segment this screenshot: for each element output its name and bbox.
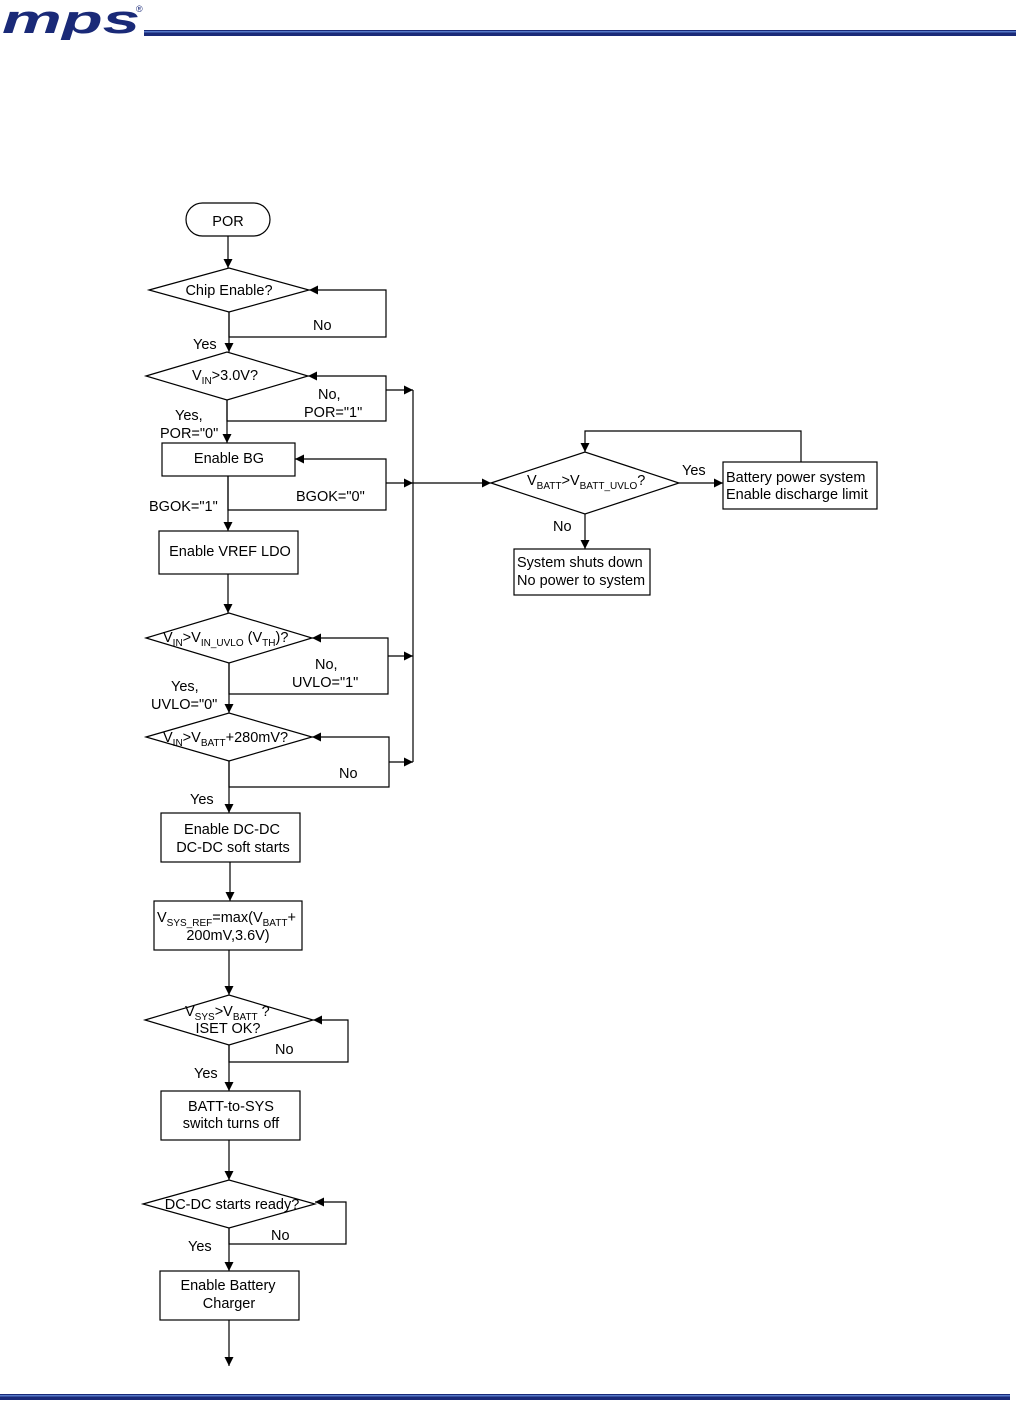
chip-enable-yes: Yes: [193, 337, 217, 353]
bgok-1-label: BGOK="1": [149, 499, 218, 515]
uvlo-label: VIN>VIN_UVLO (VTH)?: [163, 630, 288, 649]
uvlo-yes-2: UVLO="0": [151, 697, 217, 713]
vref-ldo-box: [158, 530, 299, 575]
charger-line-2: Charger: [203, 1296, 256, 1312]
shutdown-line-1: System shuts down: [517, 555, 643, 571]
battery-power-line-2: Enable discharge limit: [726, 487, 868, 503]
vin-3v-yes-2: POR="0": [160, 426, 218, 442]
charger-line-1: Enable Battery: [180, 1278, 276, 1294]
vsys-vbatt-line-2: ISET OK?: [195, 1021, 260, 1037]
vsys-vbatt-no: No: [275, 1042, 294, 1058]
shutdown-line-2: No power to system: [517, 573, 645, 589]
uvlo-no-2: UVLO="1": [292, 675, 358, 691]
footer-rule: [0, 1394, 1010, 1400]
uvlo-yes-1: Yes,: [171, 679, 199, 695]
vin-3v-label: VIN>3.0V?: [192, 368, 258, 387]
battery-power-box: [722, 461, 878, 510]
vin-3v-yes-1: Yes,: [175, 408, 203, 424]
header-rule: [144, 30, 1016, 36]
dcdc-ready-label: DC-DC starts ready?: [165, 1197, 300, 1213]
bgok-0-label: BGOK="0": [296, 489, 365, 505]
batt-sys-box: [160, 1090, 301, 1141]
enable-bg-label: Enable BG: [194, 451, 264, 467]
battery-power-line-1: Battery power system: [726, 470, 865, 486]
footer-rule-highlight: [0, 1395, 1010, 1397]
dcdc-line-2: DC-DC soft starts: [176, 840, 290, 856]
shutdown-box: [513, 548, 651, 596]
vbatt-uvlo-label: VBATT>VBATT_UVLO?: [527, 473, 645, 492]
vin-3v-no-2: POR="1": [304, 405, 362, 421]
loop-connectors: [226, 285, 390, 1245]
vref-ldo-label: Enable VREF LDO: [169, 544, 291, 560]
chip-enable-no: No: [313, 318, 332, 334]
chip-enable-label: Chip Enable?: [185, 283, 272, 299]
vbatt-280mv-yes: Yes: [190, 792, 214, 808]
dcdc-ready-yes: Yes: [188, 1239, 212, 1255]
battery-bus-connectors: [386, 385, 802, 767]
por-label: POR: [212, 214, 243, 230]
page-footer: [0, 1394, 1010, 1400]
header-rule-highlight: [144, 31, 1016, 33]
vbatt-uvlo-no: No: [553, 519, 572, 535]
vbatt-280mv-label: VIN>VBATT+280mV?: [163, 730, 288, 749]
mps-logo: mps: [2, 0, 140, 40]
vin-3v-no-1: No,: [318, 387, 341, 403]
vbatt-280mv-no: No: [339, 766, 358, 782]
vbatt-uvlo-yes: Yes: [682, 463, 706, 479]
vsys-ref-box: [153, 900, 303, 951]
vsys-ref-line-1: VSYS_REF=max(VBATT+: [157, 910, 296, 929]
dcdc-line-1: Enable DC-DC: [184, 822, 280, 838]
batt-sys-line-2: switch turns off: [183, 1116, 280, 1132]
vsys-vbatt-decision: [142, 994, 316, 1046]
dcdc-ready-no: No: [271, 1228, 290, 1244]
vsys-ref-line-2: 200mV,3.6V): [186, 928, 269, 944]
uvlo-no-1: No,: [315, 657, 338, 673]
vsys-vbatt-yes: Yes: [194, 1066, 218, 1082]
page-header: mps ®: [2, 0, 1016, 40]
batt-sys-line-1: BATT-to-SYS: [188, 1099, 274, 1115]
vsys-vbatt-line-1: VSYS>VBATT ?: [185, 1004, 270, 1023]
registered-mark: ®: [136, 4, 143, 14]
